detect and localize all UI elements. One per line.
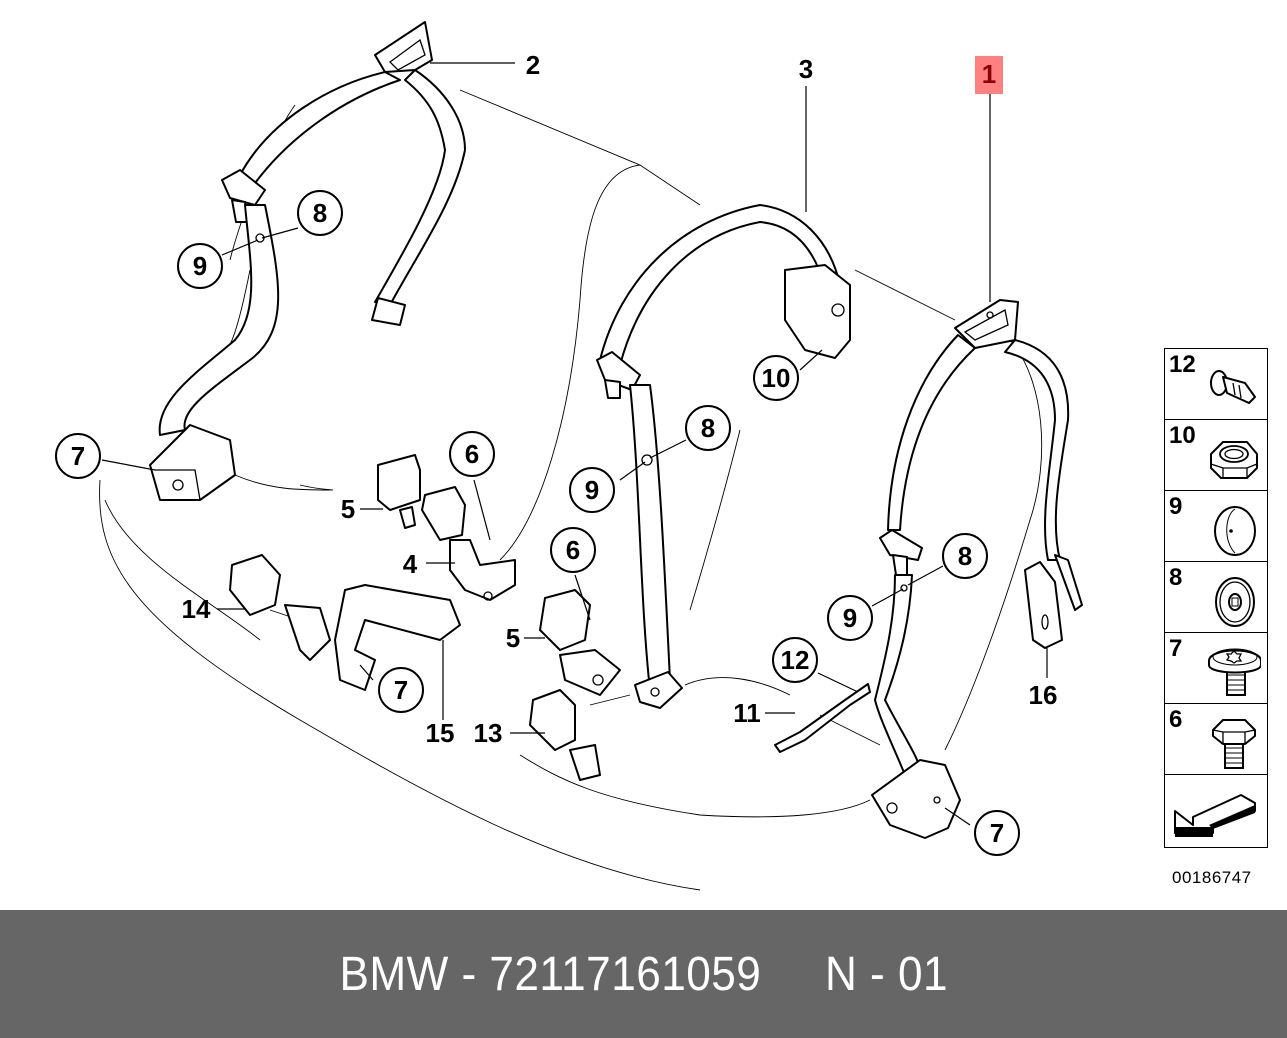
legend-item-8[interactable]: 8 — [1165, 562, 1267, 633]
callout-11-label: 11 — [733, 698, 761, 728]
legend-item-label: 12 — [1169, 351, 1196, 378]
callout-10-label: 10 — [762, 363, 791, 393]
callout-9-left[interactable]: 9 — [177, 243, 223, 289]
callout-1-highlight — [975, 56, 1003, 94]
callout-5-upper-label: 5 — [341, 494, 355, 524]
right-seat-belt — [871, 299, 1083, 839]
callout-7-center-label: 7 — [394, 675, 408, 705]
callout-15-label: 15 — [426, 718, 455, 748]
torx-bolt-icon — [1208, 648, 1261, 696]
callout-4[interactable]: 4 — [403, 549, 418, 579]
legend-item-arrow[interactable] — [1165, 775, 1267, 847]
callout-8-left[interactable]: 8 — [297, 190, 343, 236]
callout-7-right-label: 7 — [990, 818, 1004, 848]
callout-5-lower[interactable]: 5 — [506, 623, 520, 653]
callout-7-left-label: 7 — [71, 441, 85, 471]
parts-diagram: 1 2 3 4 5 5 6 6 7 7 7 8 8 8 9 9 9 10 11 … — [55, 21, 1083, 891]
arrow-icon — [1174, 794, 1256, 837]
screw-icon — [1210, 370, 1256, 404]
callout-4-label: 4 — [403, 549, 418, 579]
callout-11[interactable]: 11 — [733, 698, 761, 728]
legend-item-label: 10 — [1169, 422, 1196, 449]
buckles — [229, 454, 871, 781]
fastener-legend: 12 10 9 8 7 — [1164, 348, 1268, 848]
callout-9-left-label: 9 — [193, 251, 207, 281]
callout-3[interactable]: 3 — [799, 54, 813, 84]
callout-13[interactable]: 13 — [474, 718, 503, 748]
callout-6-upper[interactable]: 6 — [449, 431, 495, 477]
callout-14[interactable]: 14 — [182, 594, 211, 624]
callout-5-lower-label: 5 — [506, 623, 520, 653]
callout-9-right[interactable]: 9 — [827, 595, 873, 641]
middle-seat-belt — [596, 204, 851, 709]
callout-6-upper-label: 6 — [465, 439, 479, 469]
hex-bolt-icon — [1212, 719, 1256, 769]
callout-7-left[interactable]: 7 — [55, 433, 101, 479]
legend-item-9[interactable]: 9 — [1165, 491, 1267, 562]
legend-item-label: 7 — [1169, 635, 1183, 662]
legend-item-7[interactable]: 7 — [1165, 633, 1267, 704]
callout-2[interactable]: 2 — [526, 50, 540, 80]
legend-item-label: 6 — [1169, 706, 1183, 733]
callout-8-left-label: 8 — [313, 198, 327, 228]
callout-9-center-label: 9 — [585, 475, 599, 505]
callout-7-right[interactable]: 7 — [974, 810, 1020, 856]
leader-lines — [101, 62, 1048, 826]
callout-10[interactable]: 10 — [753, 355, 799, 401]
callout-8-right-label: 8 — [958, 541, 972, 571]
cap-icon — [1214, 506, 1256, 556]
part-number-caption: BMW - 72117161059 N - 01 — [339, 947, 948, 1001]
washer-icon — [1215, 577, 1255, 627]
callout-9-right-label: 9 — [843, 603, 857, 633]
left-seat-belt — [149, 21, 466, 501]
callout-6-lower[interactable]: 6 — [550, 527, 596, 573]
callout-6-lower-label: 6 — [566, 535, 580, 565]
callout-14-label: 14 — [182, 594, 211, 624]
callout-8-center-label: 8 — [701, 413, 715, 443]
callout-8-right[interactable]: 8 — [942, 533, 988, 579]
callout-1[interactable]: 1 — [975, 56, 1003, 94]
callout-16-label: 16 — [1029, 680, 1058, 710]
diagram-number: 00186747 — [1172, 868, 1252, 887]
callout-8-center[interactable]: 8 — [685, 405, 731, 451]
callout-5-upper[interactable]: 5 — [341, 494, 355, 524]
callout-12[interactable]: 12 — [772, 637, 818, 683]
footer-bar: BMW - 72117161059 N - 01 — [0, 910, 1287, 1038]
callout-13-label: 13 — [474, 718, 503, 748]
legend-item-12[interactable]: 12 — [1165, 349, 1267, 420]
callout-2-label: 2 — [526, 50, 540, 80]
legend-item-6[interactable]: 6 — [1165, 704, 1267, 775]
hex-nut-icon — [1210, 441, 1258, 479]
legend-item-label: 9 — [1169, 493, 1183, 520]
callout-16[interactable]: 16 — [1029, 680, 1058, 710]
callout-1-label: 1 — [982, 59, 996, 89]
legend-item-10[interactable]: 10 — [1165, 420, 1267, 491]
callout-12-label: 12 — [781, 645, 810, 675]
callout-15[interactable]: 15 — [426, 718, 455, 748]
callout-3-label: 3 — [799, 54, 813, 84]
callout-9-center[interactable]: 9 — [569, 467, 615, 513]
callout-7-center[interactable]: 7 — [378, 667, 424, 713]
legend-item-label: 8 — [1169, 564, 1183, 591]
